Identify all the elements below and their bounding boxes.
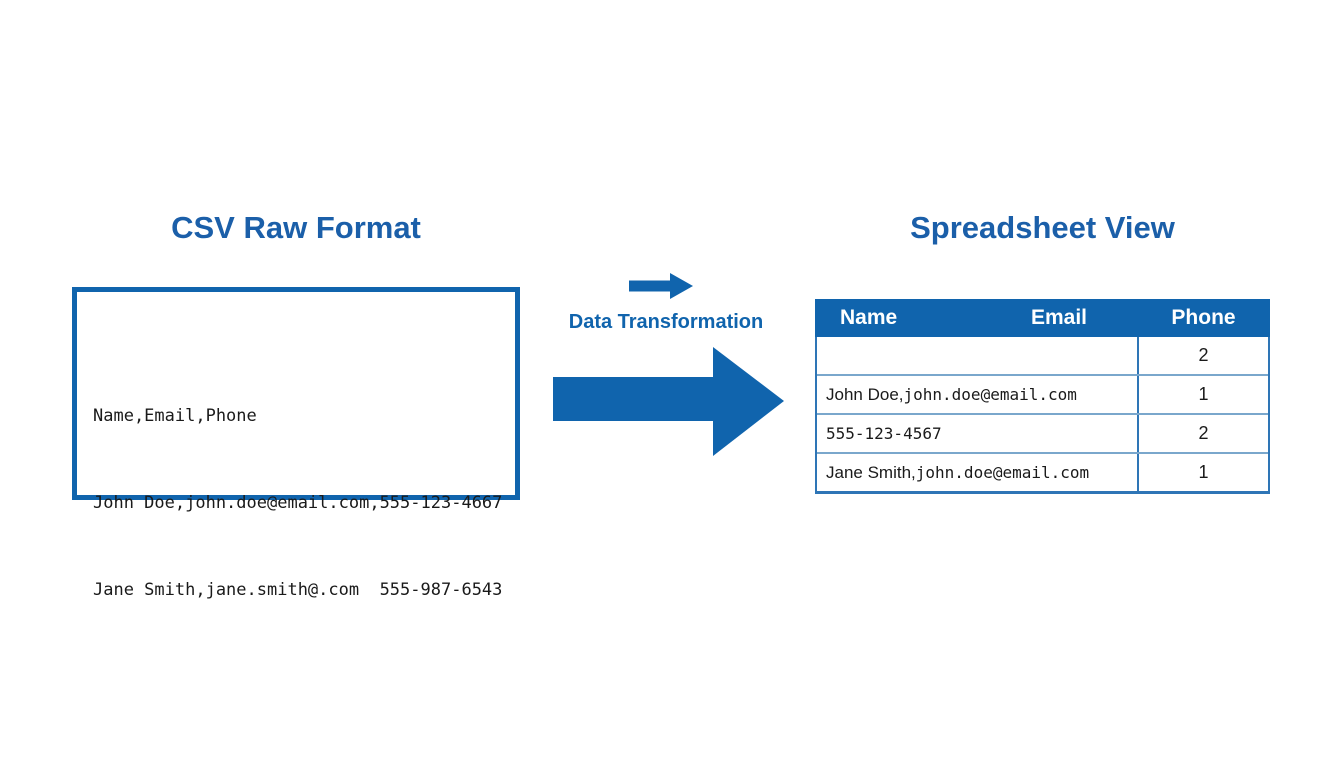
cell-text-mono: john.doe@email.com (903, 385, 1077, 404)
table-row: Jane Smith,john.doe@email.com 1 (817, 452, 1268, 491)
csv-raw-format-title: CSV Raw Format (171, 210, 421, 245)
csv-raw-box: Name,Email,Phone John Doe,john.doe@email… (72, 287, 520, 600)
header-phone: Phone (1171, 306, 1236, 329)
table-row: John Doe,john.doe@email.com 1 (817, 374, 1268, 413)
spreadsheet-view-title: Spreadsheet View (910, 210, 1175, 245)
table-row: 555-123-4567 2 (817, 413, 1268, 452)
csv-line-header: Name,Email,Phone (93, 406, 257, 426)
cell-name-email: 555-123-4567 (817, 415, 1137, 452)
csv-line-john: John Doe,john.doe@email.com,555-123-4667 (93, 493, 503, 513)
cell-text-mono: 555-123-4567 (826, 424, 942, 443)
csv-raw-text: Name,Email,Phone John Doe,john.doe@email… (93, 344, 502, 663)
data-transformation-label: Data Transformation (568, 311, 764, 333)
cell-phone: 1 (1137, 454, 1268, 491)
header-col-name-email: Name Email (815, 306, 1137, 330)
header-email: Email (1030, 306, 1087, 329)
header-name: Name (840, 306, 898, 329)
cell-name-email: Jane Smith,john.doe@email.com (817, 454, 1137, 491)
small-right-arrow-icon (629, 273, 693, 299)
csv-line-jane: Jane Smith,jane.smith@.com 555-987-6543 (93, 580, 503, 600)
cell-phone: 2 (1137, 415, 1268, 452)
cell-text-sans: John Doe, (826, 384, 904, 404)
spreadsheet-table: Name Email Phone 2 John Doe,john.doe@ema… (815, 299, 1270, 494)
cell-name-email: John Doe,john.doe@email.com (817, 376, 1137, 413)
big-right-arrow-icon (553, 347, 784, 456)
cell-phone: 2 (1137, 337, 1268, 374)
table-row: 2 (817, 337, 1268, 374)
spreadsheet-body: 2 John Doe,john.doe@email.com 1 555-123-… (815, 337, 1270, 494)
cell-name-email (817, 337, 1137, 374)
spreadsheet-header-row: Name Email Phone (815, 299, 1270, 337)
cell-text-mono: john.doe@email.com (915, 463, 1090, 482)
cell-text-sans: Jane Smith, (826, 462, 916, 482)
cell-phone: 1 (1137, 376, 1268, 413)
